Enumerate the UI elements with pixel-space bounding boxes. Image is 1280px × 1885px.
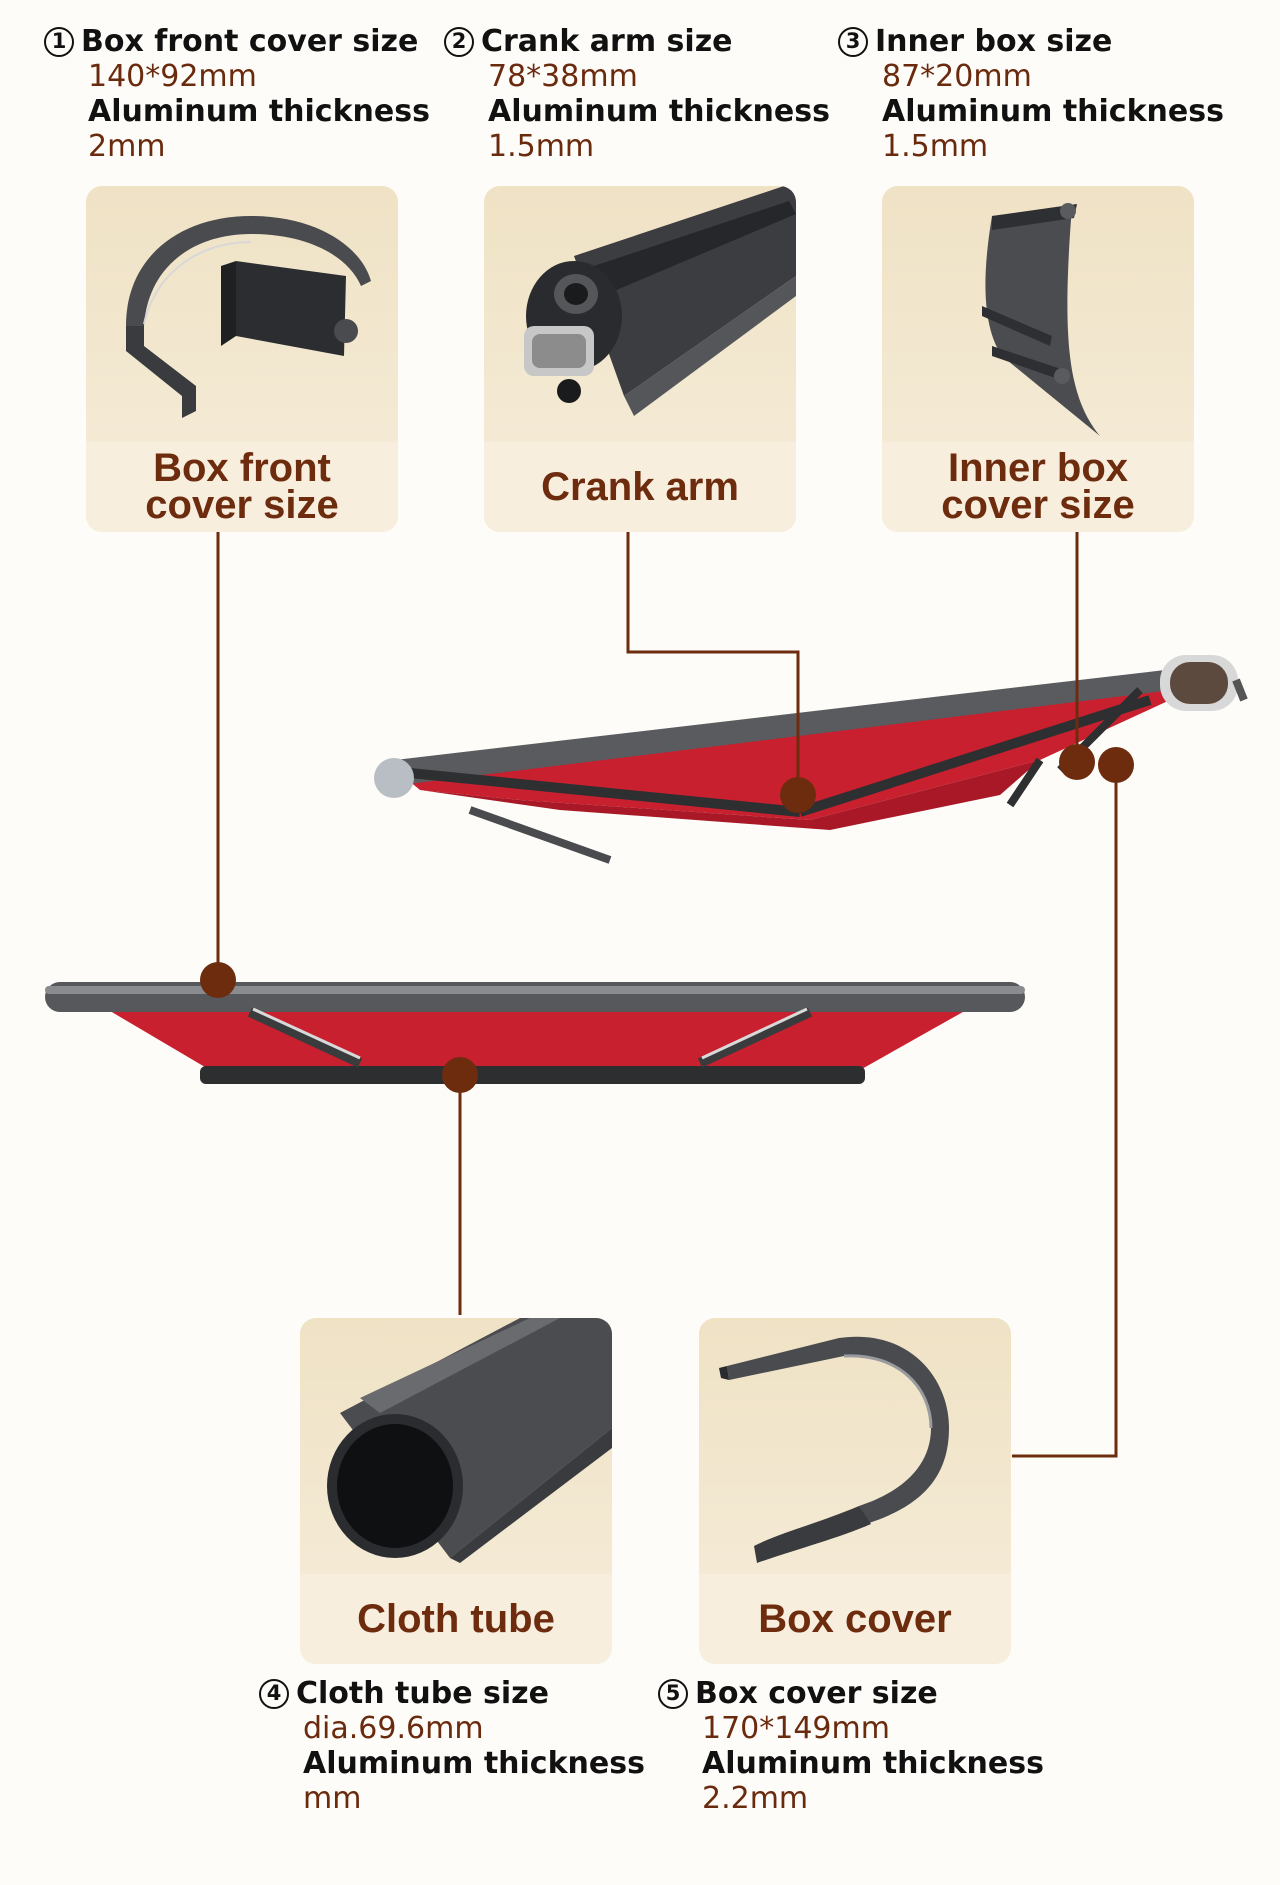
card-label-area: Cloth tube — [300, 1574, 612, 1664]
spec-size: 78*38mm — [488, 59, 638, 94]
card-label: Box front cover size — [145, 446, 339, 527]
dot-box-front-cover — [200, 962, 236, 998]
card-label-area: Crank arm — [484, 442, 796, 532]
spec-title: Box front cover size — [81, 24, 419, 59]
awning-angled-illustration — [374, 655, 1248, 864]
awning-front-illustration — [45, 982, 1025, 1084]
spec-number: 1 — [44, 26, 74, 57]
card-inner-box: Inner box cover size — [882, 186, 1194, 532]
spec-title: Inner box size — [875, 24, 1113, 59]
cloth-tube-image — [327, 1318, 612, 1563]
spec-thickness-label: Aluminum thickness — [702, 1746, 1044, 1781]
spec-thickness-label: Aluminum thickness — [88, 94, 430, 129]
spec-number: 2 — [444, 26, 474, 57]
spec-size: 87*20mm — [882, 59, 1032, 94]
crank-arm-image — [524, 186, 796, 416]
box-cover-profile-image — [719, 1336, 949, 1563]
card-crank-arm: Crank arm — [484, 186, 796, 532]
inner-box-profile-image — [982, 203, 1100, 436]
spec-thickness: 1.5mm — [488, 129, 595, 164]
dot-cloth-tube — [442, 1057, 478, 1093]
spec-thickness-label: Aluminum thickness — [488, 94, 830, 129]
leader-box-cover — [1012, 765, 1118, 1458]
spec-thickness: mm — [303, 1781, 362, 1816]
card-label: Box cover — [758, 1596, 952, 1641]
spec-thickness: 2.2mm — [702, 1781, 809, 1816]
spec-title: Box cover size — [695, 1676, 938, 1711]
leader-crank-arm — [626, 532, 800, 795]
card-label-area: Box front cover size — [86, 442, 398, 532]
dot-crank-arm — [780, 777, 816, 813]
card-label: Cloth tube — [357, 1596, 555, 1641]
spec-size: 140*92mm — [88, 59, 257, 94]
card-box-cover: Box cover — [699, 1318, 1011, 1664]
spec-size: 170*149mm — [702, 1711, 890, 1746]
spec-thickness: 1.5mm — [882, 129, 989, 164]
dot-inner-box — [1059, 744, 1095, 780]
spec-size: dia.69.6mm — [303, 1711, 484, 1746]
dot-box-cover — [1098, 747, 1134, 783]
spec-number: 3 — [838, 26, 868, 57]
card-box-front-cover: Box front cover size — [86, 186, 398, 532]
spec-title: Crank arm size — [481, 24, 733, 59]
card-label-area: Box cover — [699, 1574, 1011, 1664]
spec-number: 4 — [259, 1678, 289, 1709]
spec-title: Cloth tube size — [296, 1676, 549, 1711]
spec-thickness: 2mm — [88, 129, 166, 164]
card-label: Crank arm — [541, 464, 739, 509]
card-label: Inner box cover size — [941, 446, 1135, 527]
card-label-area: Inner box cover size — [882, 442, 1194, 532]
leader-lines — [216, 532, 1118, 1458]
box-front-cover-profile-image — [126, 216, 371, 418]
card-cloth-tube: Cloth tube — [300, 1318, 612, 1664]
spec-number: 5 — [658, 1678, 688, 1709]
spec-thickness-label: Aluminum thickness — [882, 94, 1224, 129]
leader-dots — [200, 744, 1134, 1093]
spec-thickness-label: Aluminum thickness — [303, 1746, 645, 1781]
